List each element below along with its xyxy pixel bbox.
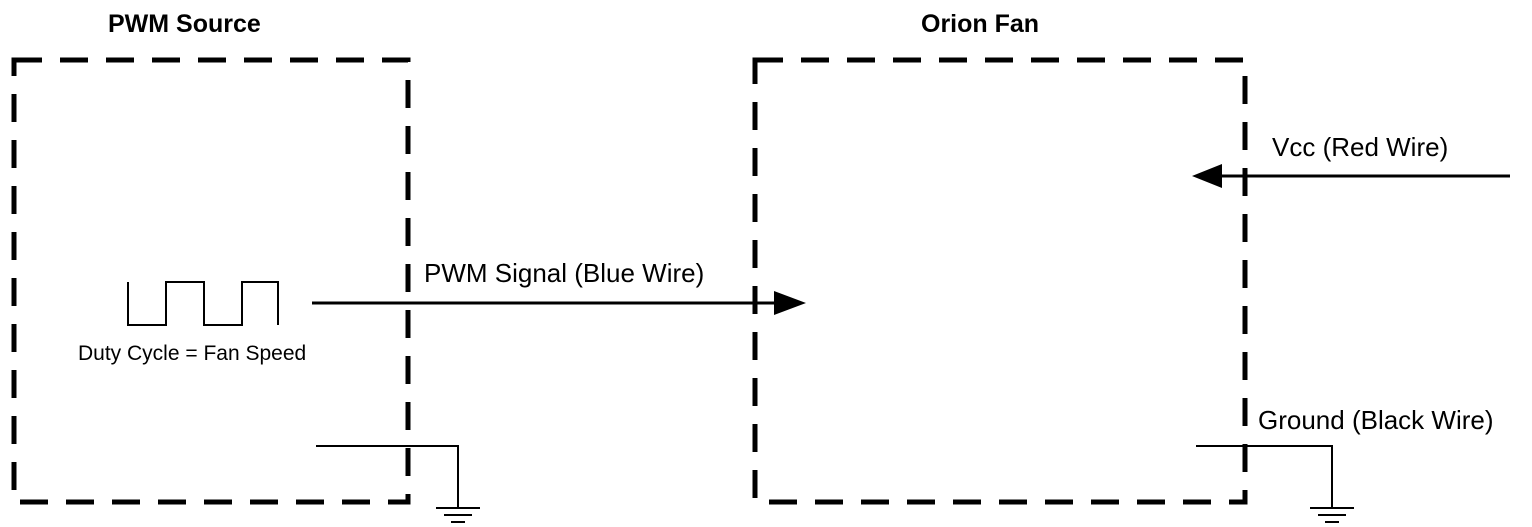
square-wave-icon [127, 281, 279, 326]
duty-cycle-caption: Duty Cycle = Fan Speed [78, 342, 307, 365]
fan-ground-wire [1196, 445, 1354, 523]
pwm-signal-arrow [312, 291, 806, 315]
pwm-source-title: PWM Source [108, 10, 261, 38]
pwm-signal-label: PWM Signal (Blue Wire) [424, 258, 705, 288]
source-ground-wire [316, 445, 480, 523]
ground-label: Ground (Black Wire) [1258, 405, 1494, 435]
pwm-source-box [11, 57, 411, 505]
ground-symbol-icon [436, 507, 480, 523]
vcc-label: Vcc (Red Wire) [1272, 132, 1449, 162]
orion-fan-box [752, 57, 1248, 505]
orion-fan-title: Orion Fan [921, 10, 1040, 38]
ground-symbol-icon [1310, 507, 1354, 523]
vcc-arrow [1192, 164, 1510, 188]
